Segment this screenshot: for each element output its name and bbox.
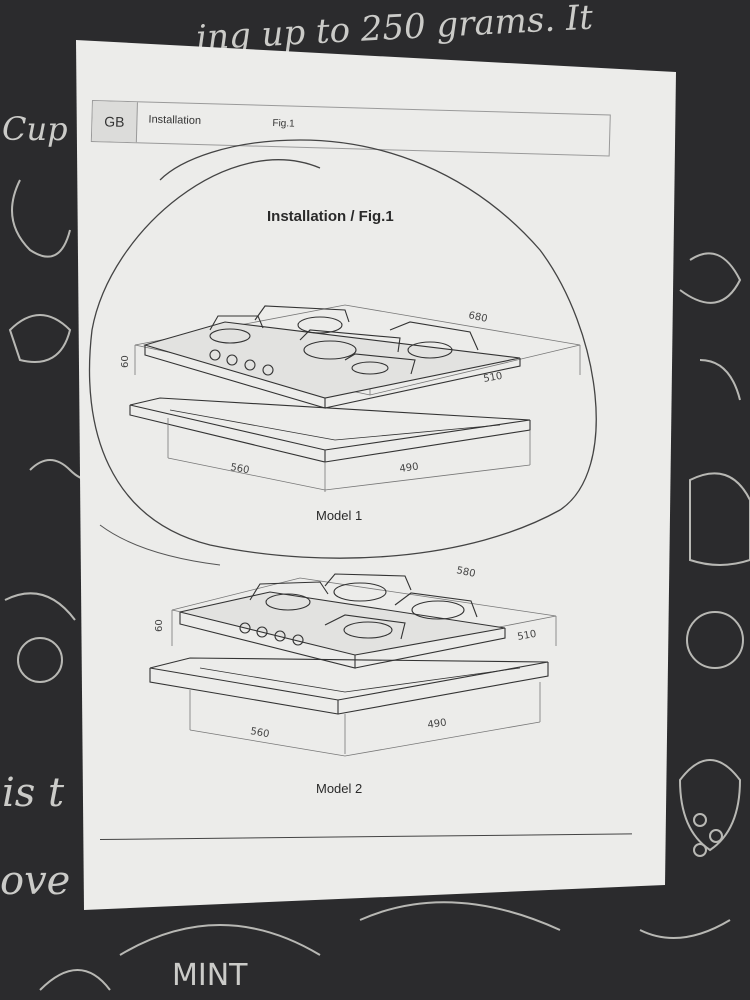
- model-1-cutout-depth-dim: 490: [399, 461, 419, 475]
- background-left-text-2: is t: [2, 770, 65, 816]
- model-1-height-dim: 60: [120, 355, 131, 368]
- pencil-circle: [88, 139, 597, 559]
- background-left-text-1: Cup: [2, 110, 68, 148]
- model-1-depth-dim: 510: [483, 371, 504, 385]
- background-mint-text: MINT: [172, 958, 248, 993]
- model-1-cutout-width-dim: 560: [229, 462, 250, 476]
- model-1-width-dim: 680: [467, 310, 488, 325]
- model-2-depth-dim: 510: [517, 629, 538, 643]
- model-2-width-dim: 580: [455, 565, 476, 580]
- model-2-height-dim: 60: [154, 619, 165, 632]
- model-2-cutout-depth-dim: 490: [427, 717, 447, 731]
- model-1-hob: [129, 304, 581, 492]
- model-2-label: Model 2: [316, 781, 363, 796]
- model-1-label: Model 1: [316, 508, 363, 523]
- document-title: Installation / Fig.1: [267, 208, 394, 225]
- instruction-sheet: [76, 40, 676, 910]
- model-2-cutout-width-dim: 560: [249, 726, 270, 740]
- background-left-text-3: ove: [0, 858, 71, 904]
- model-2-hob: [149, 573, 557, 757]
